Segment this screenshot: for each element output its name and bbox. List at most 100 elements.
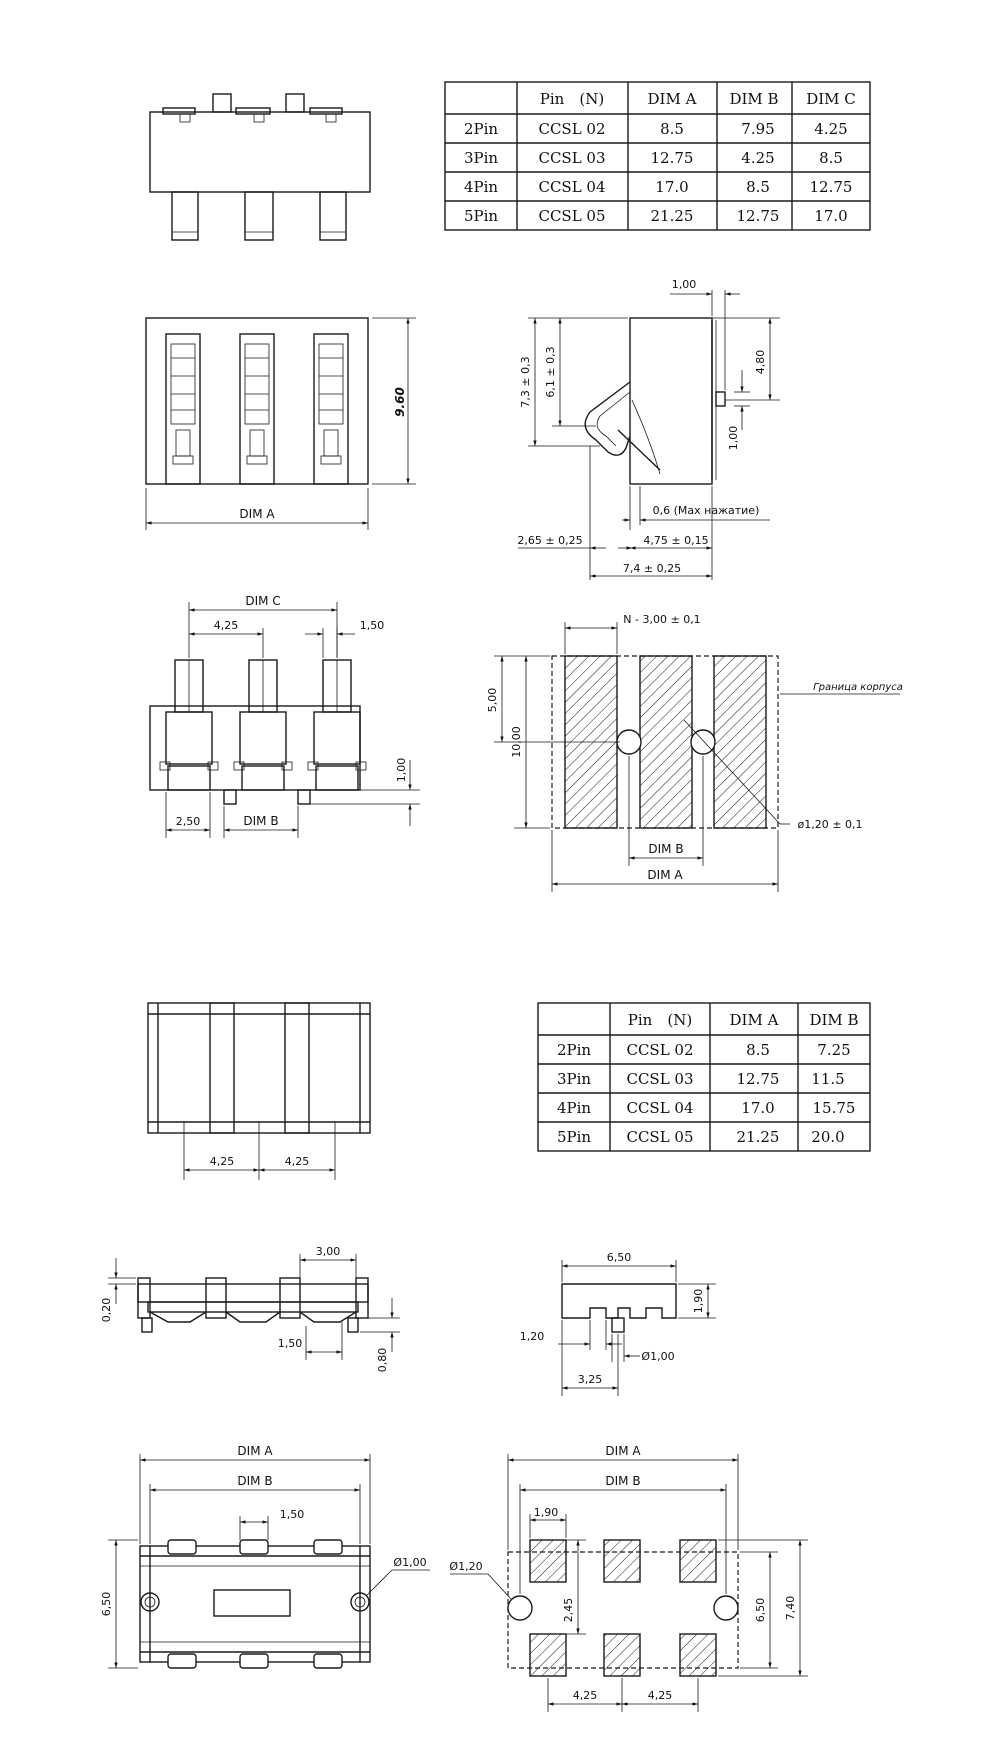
label-61: 6,1 ± 0,3 (544, 346, 557, 397)
table2-cell: 2Pin (557, 1041, 591, 1059)
table2-cell: 8.5 (746, 1041, 770, 1059)
table2-cell: CCSL 02 (626, 1041, 693, 1059)
table1-header-dima: DIM A (648, 90, 697, 108)
label-650-c: 6,50 (754, 1598, 767, 1623)
table1-cell: CCSL 05 (538, 207, 605, 225)
label-425-b: 4,25 (210, 1155, 235, 1168)
table1-cell: 8.5 (660, 120, 684, 138)
label-n-300: N - 3,00 ± 0,1 (623, 613, 700, 626)
label-dim-a: DIM A (239, 507, 275, 521)
label-73: 7,3 ± 0,3 (519, 356, 532, 407)
label-480: 4,80 (754, 350, 767, 375)
label-120-hole: ø1,20 ± 0,1 (798, 818, 863, 831)
label-dim-c: DIM C (245, 594, 280, 608)
label-height-960: 9.60 (393, 387, 407, 417)
table2-header-dimb: DIM B (809, 1011, 858, 1029)
table2-cell: 7.25 (817, 1041, 850, 1059)
label-74: 7,4 ± 0,25 (623, 562, 681, 575)
table1-cell: 2Pin (464, 120, 498, 138)
label-500: 5,00 (486, 688, 499, 713)
label-740: 7,40 (784, 1596, 797, 1621)
label-425-d: 4,25 (573, 1689, 598, 1702)
table1-cell: 12.75 (810, 178, 853, 196)
view-front: DIM C 4,25 1,50 1,00 2,50 DIM B (149, 594, 420, 838)
label-245: 2,45 (562, 1598, 575, 1623)
label-190-a: 1,90 (692, 1289, 705, 1314)
table2-cell: 4Pin (557, 1099, 591, 1117)
table2-header-pin: Pin (N) (628, 1011, 692, 1029)
label-o120: Ø1,20 (449, 1560, 482, 1573)
table2-cell: 15.75 (813, 1099, 856, 1117)
view-side-top (149, 93, 371, 241)
view-top-contacts: DIM A 9.60 (145, 317, 416, 530)
label-dim-b-land: DIM B (605, 1474, 640, 1488)
table1-cell: 4Pin (464, 178, 498, 196)
label-o100-a: Ø1,00 (641, 1350, 674, 1363)
table1-cell: CCSL 03 (538, 149, 605, 167)
view-smd-side: 3,00 0,20 1,50 0,80 (100, 1245, 400, 1372)
table2-header-dima: DIM A (730, 1011, 779, 1029)
table1-cell: 8.5 (819, 149, 843, 167)
label-300: 3,00 (316, 1245, 341, 1258)
table1-cell: CCSL 02 (538, 120, 605, 138)
label-o100-b: Ø1,00 (393, 1556, 426, 1569)
table1-header-pin: Pin (N) (540, 90, 604, 108)
dimension-table-2: Pin (N) DIM A DIM B 2Pin CCSL 02 8.5 7.2… (537, 1002, 871, 1152)
table1-cell: 8.5 (746, 178, 770, 196)
label-475: 4,75 ± 0,15 (643, 534, 708, 547)
label-020: 0,20 (100, 1298, 113, 1323)
view-side-profile: 1,00 4,80 1,00 7,3 ± 0,3 6,1 ± 0,3 0,6 (… (517, 278, 780, 580)
table2-cell: CCSL 05 (626, 1128, 693, 1146)
label-120-a: 1,20 (520, 1330, 545, 1343)
label-dim-a-land: DIM A (605, 1444, 641, 1458)
table1-header-dimc: DIM C (806, 90, 856, 108)
table2-cell: 17.0 (741, 1099, 774, 1117)
view-smd-end: 6,50 1,90 1,20 Ø1,00 3,25 (520, 1251, 716, 1396)
label-dim-b-front: DIM B (243, 814, 278, 828)
label-dim-b-pcb: DIM B (648, 842, 683, 856)
table1-header-dimb: DIM B (729, 90, 778, 108)
table1-cell: 17.0 (655, 178, 688, 196)
label-425-e: 4,25 (648, 1689, 673, 1702)
label-650-b: 6,50 (100, 1592, 113, 1617)
dimension-table-1: Pin (N) DIM A DIM B DIM C 2Pin CCSL 02 8… (444, 81, 871, 231)
view-pcb-footprint: N - 3,00 ± 0,1 5,00 10,00 Граница корпус… (486, 613, 903, 892)
view-top-variant: 4,25 4,25 (147, 1002, 371, 1180)
table2-cell: CCSL 03 (626, 1070, 693, 1088)
view-smd-top: DIM A DIM B 1,50 Ø1,00 6,50 (100, 1444, 430, 1669)
label-korpus: Граница корпуса (813, 682, 903, 693)
label-425-a: 4,25 (214, 619, 239, 632)
table1-cell: 12.75 (737, 207, 780, 225)
label-425-c: 4,25 (285, 1155, 310, 1168)
table1-cell: 21.25 (651, 207, 694, 225)
label-190-b: 1,90 (534, 1506, 559, 1519)
table1-cell: 4.25 (814, 120, 847, 138)
table1-cell: 7.95 (741, 120, 774, 138)
label-dim-b-smd: DIM B (237, 1474, 272, 1488)
table2-cell: 12.75 (737, 1070, 780, 1088)
label-250: 2,50 (176, 815, 201, 828)
table2-cell: 5Pin (557, 1128, 591, 1146)
label-080: 0,80 (376, 1348, 389, 1373)
label-dim-a-pcb: DIM A (647, 868, 683, 882)
table2-cell: CCSL 04 (626, 1099, 693, 1117)
label-150-b: 1,50 (278, 1337, 303, 1350)
table1-cell: 12.75 (651, 149, 694, 167)
label-100-vert: 1,00 (727, 426, 740, 451)
label-150-a: 1,50 (360, 619, 385, 632)
view-smd-land-pattern: DIM A DIM B 1,90 Ø1,20 2,45 6,50 7,40 (449, 1444, 808, 1712)
table2-cell: 3Pin (557, 1070, 591, 1088)
table2-cell: 21.25 (737, 1128, 780, 1146)
label-325: 3,25 (578, 1373, 603, 1386)
table2-cell: 11.5 (811, 1070, 844, 1088)
label-265: 2,65 ± 0,25 (517, 534, 582, 547)
table1-cell: 4.25 (741, 149, 774, 167)
label-100-top: 1,00 (672, 278, 697, 291)
table1-cell: 3Pin (464, 149, 498, 167)
label-100-c: 1,00 (395, 758, 408, 783)
label-dim-a-smd: DIM A (237, 1444, 273, 1458)
label-150-c: 1,50 (280, 1508, 305, 1521)
table1-cell: CCSL 04 (538, 178, 605, 196)
table1-cell: 5Pin (464, 207, 498, 225)
